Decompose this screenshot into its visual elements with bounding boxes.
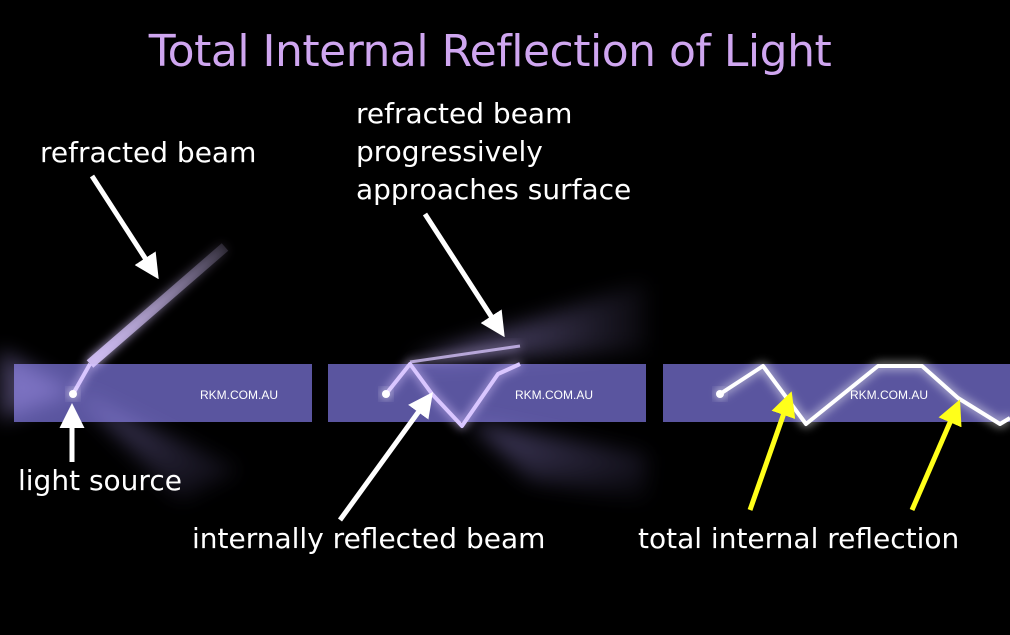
arrow-refracted-beam: [89, 174, 159, 280]
label-light-source: light source: [18, 464, 182, 497]
panel-total-internal-reflection: RKM.COM.AU: [663, 364, 1010, 426]
label-progressive-line-2: progressively: [356, 135, 543, 168]
incident-beam: [71, 363, 92, 395]
label-internally-reflected-beam: internally reflected beam: [192, 522, 546, 555]
internally-reflected-beam-path: [384, 362, 521, 428]
surface-grazing-beam: [409, 344, 521, 364]
page-title: Total Internal Reflection of Light: [148, 26, 832, 77]
arrow-total-internal-reflection-1: [747, 391, 796, 511]
light-source-point: [382, 390, 390, 398]
downward-fan: [470, 422, 646, 500]
label-total-internal-reflection: total internal reflection: [638, 522, 960, 555]
label-refracted-beam: refracted beam: [40, 136, 257, 169]
panel-internal-reflection: RKM.COM.AU: [328, 282, 646, 500]
glass-slab: [663, 364, 1010, 422]
arrow-progressive-beam: [422, 212, 505, 338]
watermark: RKM.COM.AU: [850, 388, 928, 402]
watermark: RKM.COM.AU: [200, 388, 278, 402]
label-progressive-line-1: refracted beam: [356, 97, 573, 130]
arrow-total-internal-reflection-2: [909, 399, 962, 511]
label-progressive-line-3: approaches surface: [356, 173, 632, 206]
refracted-beam-line: [86, 243, 229, 368]
downward-refracted-glow: [75, 392, 240, 500]
arrow-internally-reflected: [337, 391, 433, 522]
total-internal-reflection-path: [718, 364, 1010, 426]
light-source-point: [69, 390, 77, 398]
light-source-point: [716, 390, 724, 398]
refracted-fan: [410, 282, 646, 362]
watermark: RKM.COM.AU: [515, 388, 593, 402]
panel-refraction: RKM.COM.AU: [0, 243, 312, 500]
label-progressive-approach: refracted beam progressively approaches …: [356, 95, 631, 209]
source-glow-left: [0, 350, 75, 420]
